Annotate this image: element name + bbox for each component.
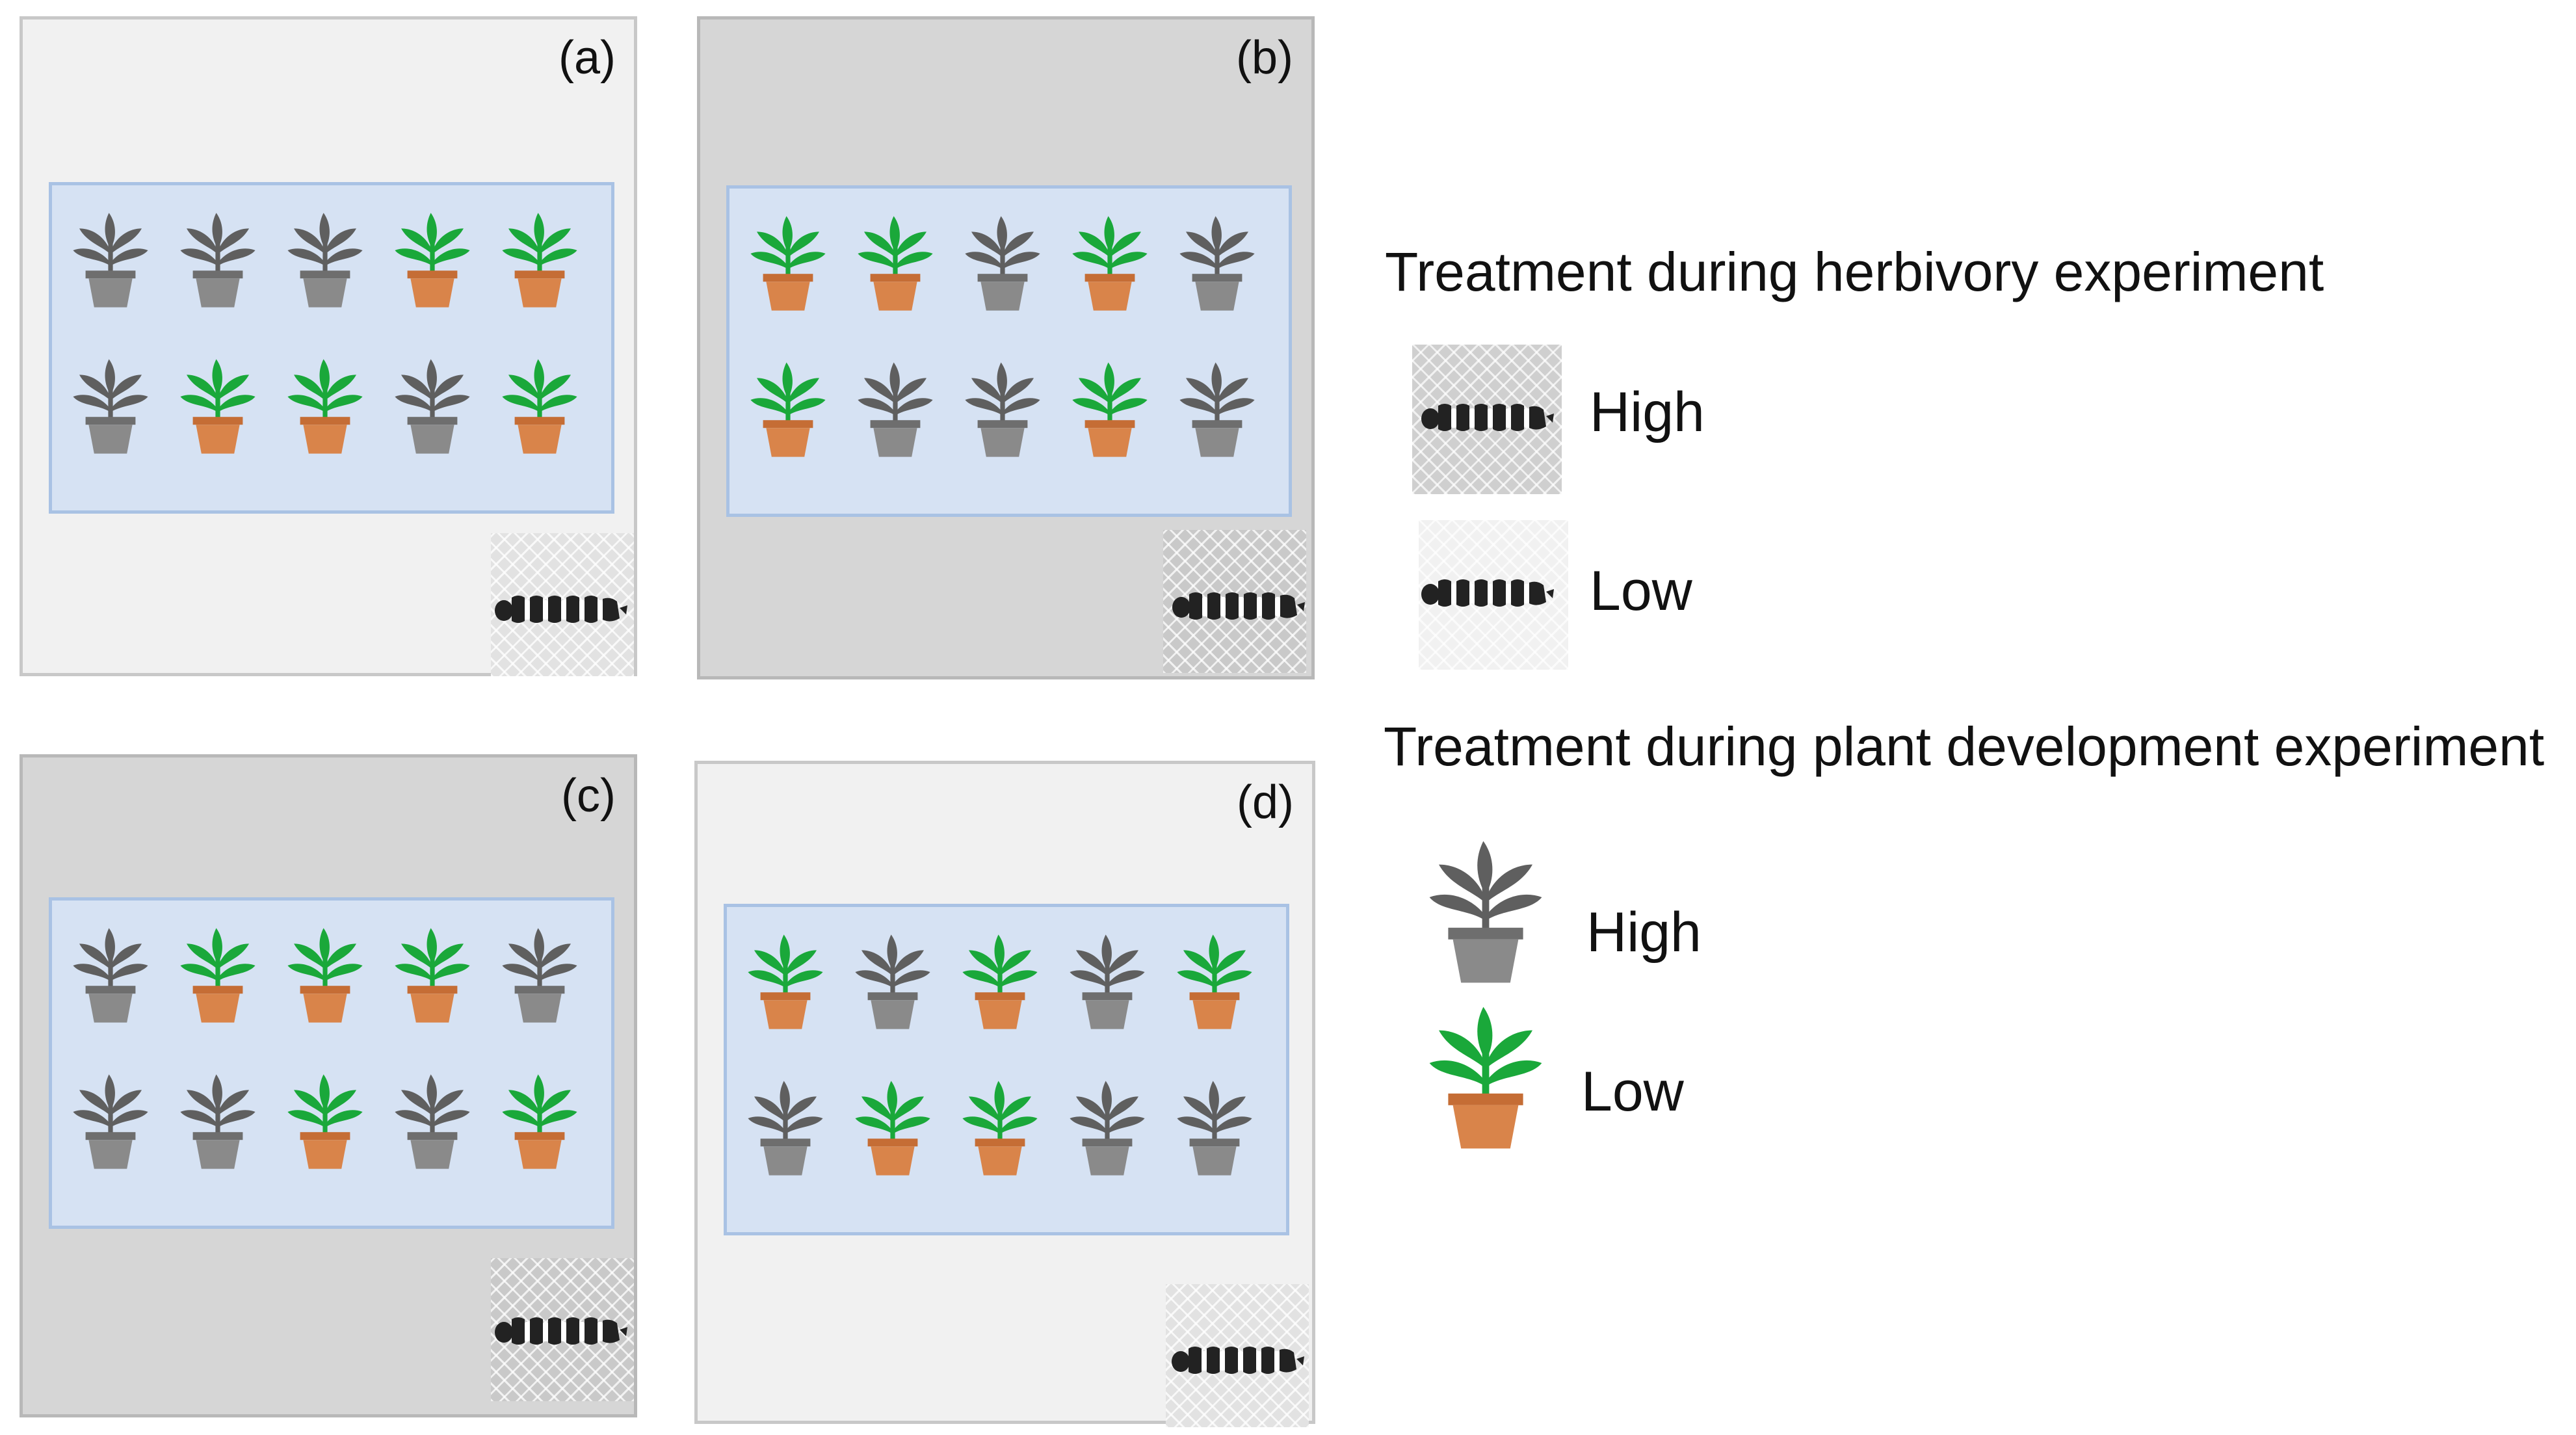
low-plant-icon: [1071, 361, 1149, 458]
caterpillar-icon: [1419, 572, 1555, 611]
caterpillar-icon: [492, 588, 629, 627]
plant-tray: [49, 182, 614, 514]
high-plant-icon: [964, 361, 1042, 458]
high-plant-icon: [286, 211, 364, 309]
high-plant-icon: [72, 358, 150, 455]
herbivory-low-swatch: [1419, 520, 1568, 670]
high-plant-icon: [72, 211, 150, 309]
caterpillar-icon: [1419, 397, 1555, 436]
low-plant-icon: [501, 1073, 579, 1170]
high-plant-icon: [854, 933, 932, 1031]
high-plant-icon: [393, 1073, 471, 1170]
low-plant-icon: [1176, 933, 1254, 1031]
low-plant-icon: [286, 1073, 364, 1170]
low-plant-icon: [749, 361, 827, 458]
panel-label: (d): [1237, 776, 1294, 828]
high-plant-icon: [72, 927, 150, 1024]
low-plant-icon: [856, 215, 934, 312]
herbivory-high-label: High: [1590, 381, 1705, 443]
panel-label: (c): [561, 770, 616, 822]
high-plant-icon: [179, 1073, 257, 1170]
panel-c: (c): [20, 754, 637, 1417]
low-plant-icon: [286, 927, 364, 1024]
high-plant-icon: [1178, 215, 1256, 312]
panel-label: (a): [559, 32, 616, 84]
high-plant-icon: [1176, 1079, 1254, 1177]
high-plant-icon: [501, 927, 579, 1024]
caterpillar-icon: [1169, 1339, 1306, 1378]
high-plant-icon: [856, 361, 934, 458]
low-plant-icon: [393, 927, 471, 1024]
plant-tray: [726, 185, 1292, 517]
herbivory-high-swatch: [1412, 345, 1562, 494]
high-plant-icon: [746, 1079, 824, 1177]
low-plant-icon: [501, 358, 579, 455]
low-plant-icon: [179, 358, 257, 455]
low-plant-icon: [179, 927, 257, 1024]
panel-label: (b): [1236, 32, 1293, 84]
low-plant-icon: [1427, 1005, 1544, 1151]
low-plant-icon: [393, 211, 471, 309]
panel-b: (b): [697, 16, 1315, 679]
panel-a: (a): [20, 16, 637, 676]
caterpillar-icon: [1170, 585, 1306, 624]
caterpillar-icon: [492, 1310, 629, 1349]
development-legend-title: Treatment during plant development exper…: [1384, 716, 2545, 777]
high-plant-icon: [964, 215, 1042, 312]
low-plant-icon: [961, 933, 1039, 1031]
panel-d: (d): [694, 761, 1315, 1427]
high-plant-icon: [72, 1073, 150, 1170]
plant-tray: [724, 904, 1289, 1235]
high-plant-icon: [1068, 933, 1146, 1031]
low-plant-icon: [501, 211, 579, 309]
low-plant-icon: [854, 1079, 932, 1177]
high-plant-icon: [1427, 839, 1544, 985]
development-low-label: Low: [1581, 1060, 1684, 1123]
high-plant-icon: [1178, 361, 1256, 458]
herbivory-low-label: Low: [1590, 560, 1692, 622]
development-high-label: High: [1586, 901, 1702, 964]
plant-tray: [49, 897, 614, 1229]
low-plant-icon: [749, 215, 827, 312]
low-plant-icon: [286, 358, 364, 455]
low-plant-icon: [961, 1079, 1039, 1177]
high-plant-icon: [179, 211, 257, 309]
high-plant-icon: [393, 358, 471, 455]
low-plant-icon: [746, 933, 824, 1031]
low-plant-icon: [1071, 215, 1149, 312]
high-plant-icon: [1068, 1079, 1146, 1177]
herbivory-legend-title: Treatment during herbivory experiment: [1385, 241, 2324, 302]
